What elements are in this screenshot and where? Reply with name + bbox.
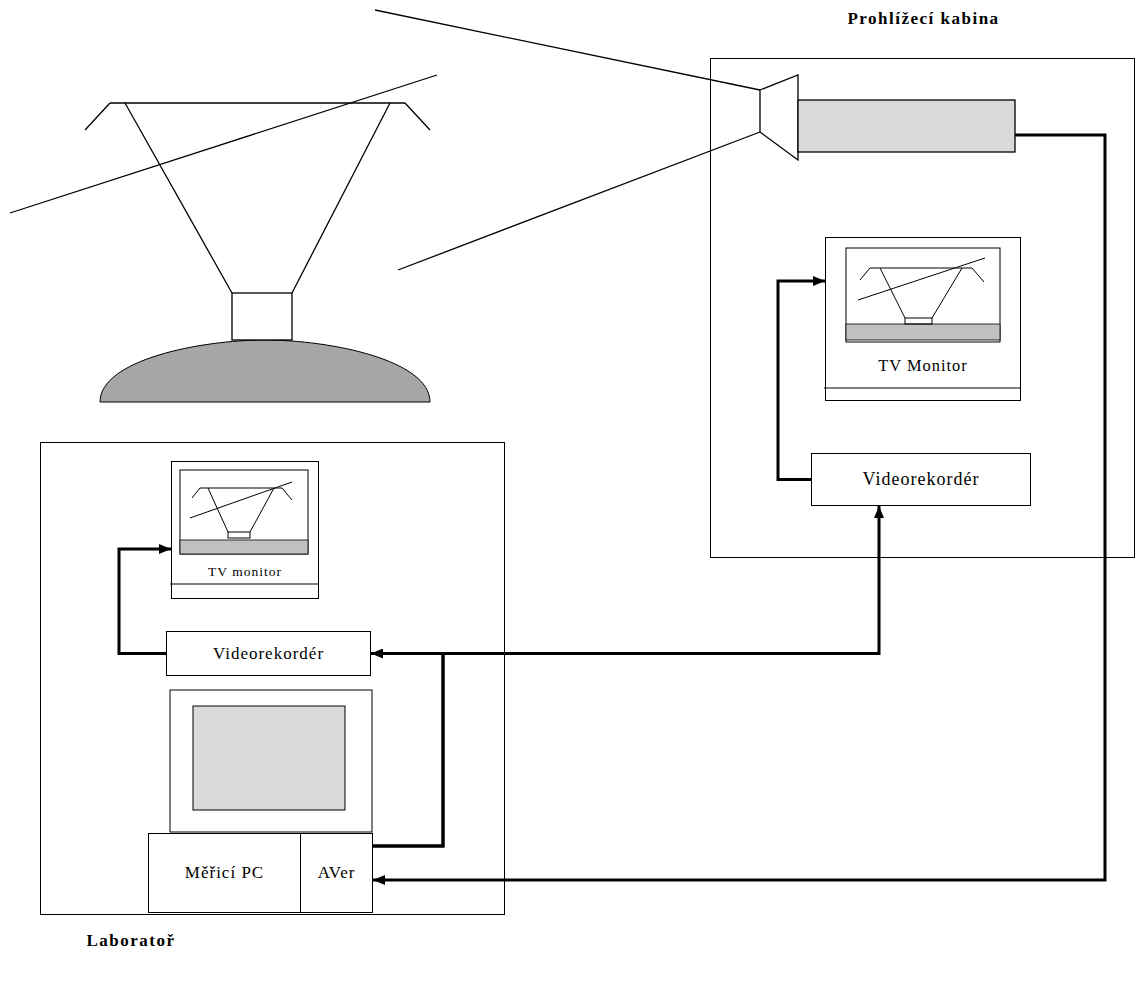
camera-lens (760, 75, 798, 160)
region-title: Prohlížecí kabina (711, 9, 1136, 29)
camera-body (798, 100, 1015, 152)
signal-cable (373, 506, 879, 846)
signal-cable (119, 549, 171, 654)
box-label: TV Monitor (826, 346, 1020, 386)
capture-card: AVer (300, 833, 373, 913)
video-recorder: Videorekordér (166, 631, 371, 676)
view-line (398, 132, 760, 270)
camera-cable (373, 135, 1105, 880)
signal-cable (778, 281, 825, 480)
region-title: Laboratoř (41, 931, 221, 951)
monitor-screen (170, 470, 318, 584)
vehicle-roof (100, 340, 430, 402)
pc-monitor (170, 690, 372, 832)
box-label: AVer (318, 863, 356, 883)
tv-monitor: TV monitor (171, 461, 319, 599)
contact-wire (10, 75, 437, 213)
cabin-region: Prohlížecí kabinaTV MonitorVideorekordér (710, 58, 1135, 558)
box-label: Videorekordér (863, 469, 980, 490)
pc-screen (193, 706, 345, 810)
monitor-screen (824, 248, 1020, 388)
video-recorder: Videorekordér (811, 453, 1031, 506)
lab-region: LaboratořTV monitorVideorekordérMěřicí P… (40, 442, 505, 915)
signal-cable (371, 654, 443, 847)
box-label: Videorekordér (213, 644, 324, 664)
box-label: Měřicí PC (185, 863, 264, 883)
pc-unit: Měřicí PC (148, 833, 301, 913)
pantograph (85, 103, 430, 340)
tv-monitor: TV Monitor (825, 237, 1021, 401)
view-line (375, 10, 760, 90)
box-label: TV monitor (172, 559, 318, 585)
